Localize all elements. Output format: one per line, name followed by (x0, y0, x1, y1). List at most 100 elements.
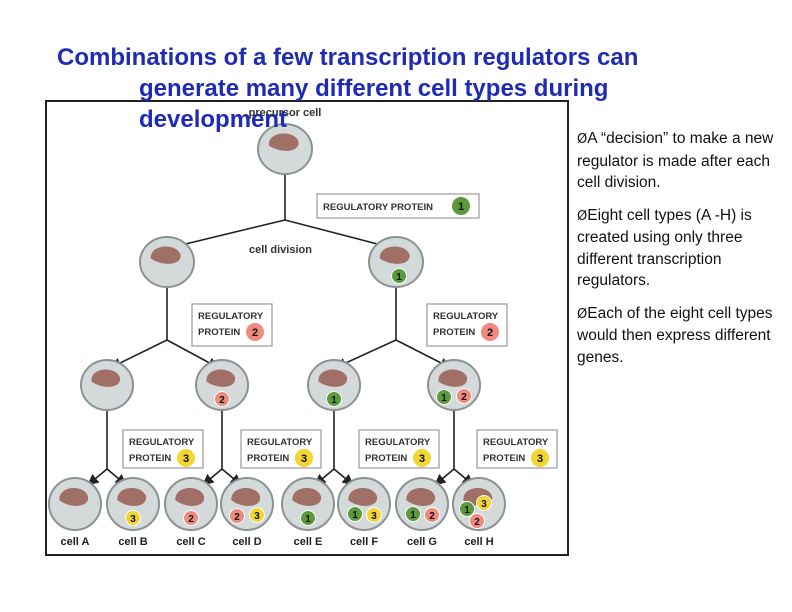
protein-number-label: 1 (458, 201, 464, 213)
protein-label: PROTEIN (365, 453, 407, 464)
protein-number-label: 1 (464, 505, 470, 516)
protein-number-label: 2 (429, 511, 435, 522)
protein-3-icon (125, 510, 141, 526)
protein-number-label: 2 (188, 514, 194, 525)
protein-2-icon (214, 391, 230, 407)
bullet-arrow-icon: Ø (577, 208, 588, 224)
protein-1-icon (452, 197, 470, 215)
precursor-cell-label: precursor cell (249, 107, 322, 119)
cell-division-label: cell division (249, 244, 312, 256)
lineage-arrow (202, 468, 223, 486)
protein-2-icon (456, 388, 472, 404)
protein-number-label: 1 (410, 510, 416, 521)
protein-number-label: 3 (419, 453, 425, 465)
nucleus-icon (379, 246, 410, 264)
protein-label: PROTEIN (129, 453, 171, 464)
slide-title: Combinations of a few transcription regu… (57, 42, 737, 135)
lineage-arrow (170, 219, 286, 251)
nucleus-icon (406, 487, 436, 506)
protein-number-label: 3 (254, 511, 260, 522)
cell-label: cell C (176, 536, 205, 548)
nucleus-icon (175, 487, 205, 506)
protein-3-icon (177, 449, 195, 467)
lineage-arrow (87, 468, 108, 486)
cell-label: cell B (118, 536, 147, 548)
cell-label: cell E (294, 536, 323, 548)
nucleus-icon (91, 369, 121, 387)
protein-1-icon (300, 510, 316, 526)
title-line-1: Combinations of a few transcription regu… (57, 44, 639, 71)
regulatory-label: REGULATORY (365, 437, 431, 448)
nucleus-icon (231, 487, 261, 506)
protein-3-icon (295, 449, 313, 467)
cell-label: cell H (464, 536, 493, 548)
lineage-arrow (333, 468, 354, 486)
protein-3-icon (249, 507, 265, 523)
protein-1-icon (436, 389, 452, 405)
protein-1-icon (347, 506, 363, 522)
bullet-item: ØEach of the eight cell types would then… (577, 303, 782, 369)
nucleus-icon (438, 369, 468, 387)
bullet-arrow-icon: Ø (577, 132, 588, 147)
nucleus-icon (206, 369, 236, 387)
protein-number-label: 2 (234, 512, 240, 523)
title-line-2: generate many different cell types durin… (139, 75, 609, 102)
nucleus-icon (348, 487, 378, 506)
nucleus-icon (59, 487, 89, 506)
protein-number-label: 2 (461, 392, 467, 403)
protein-3-icon (476, 495, 492, 511)
lineage-arrow (434, 468, 455, 486)
nucleus-icon (117, 487, 147, 506)
nucleus-icon (268, 133, 299, 151)
protein-number-label: 1 (305, 514, 311, 525)
lineage-arrow (395, 339, 451, 369)
cell-label: cell G (407, 536, 437, 548)
regulatory-protein-label: REGULATORY PROTEIN (323, 202, 433, 213)
protein-number-label: 1 (441, 393, 447, 404)
protein-3-icon (366, 507, 382, 523)
protein-2-icon (469, 513, 485, 529)
protein-1-icon (326, 391, 342, 407)
title-line-3: development (139, 106, 288, 133)
regulatory-label: REGULATORY (433, 311, 499, 322)
nucleus-icon (150, 246, 181, 264)
bullet-text: A “decision” to make a new regulator is … (577, 130, 774, 191)
protein-1-icon (405, 506, 421, 522)
protein-2-icon (424, 507, 440, 523)
bullet-item: ØEight cell types (A -H) is created usin… (577, 205, 782, 292)
regulatory-label: REGULATORY (247, 437, 313, 448)
nucleus-icon (292, 487, 322, 506)
bullet-list: ØA “decision” to make a new regulator is… (577, 128, 782, 379)
bullet-item: ØA “decision” to make a new regulator is… (577, 128, 782, 194)
cell-label: cell D (232, 536, 261, 548)
protein-2-icon (229, 508, 245, 524)
protein-number-label: 2 (487, 327, 493, 339)
protein-2-icon (246, 323, 264, 341)
cell-label: cell F (350, 536, 378, 548)
protein-number-label: 2 (219, 395, 225, 406)
lineage-arrow (284, 219, 392, 251)
protein-number-label: 3 (183, 453, 189, 465)
protein-number-label: 3 (371, 511, 377, 522)
protein-3-icon (413, 449, 431, 467)
lineage-arrow (109, 339, 168, 369)
protein-number-label: 1 (396, 272, 402, 283)
protein-2-icon (481, 323, 499, 341)
protein-label: PROTEIN (433, 327, 475, 338)
bullet-text: Eight cell types (A -H) is created using… (577, 206, 752, 290)
bullet-text: Each of the eight cell types would then … (577, 304, 773, 366)
protein-2-icon (183, 510, 199, 526)
regulatory-label: REGULATORY (483, 437, 549, 448)
protein-number-label: 3 (537, 453, 543, 465)
protein-number-label: 1 (352, 510, 358, 521)
protein-number-label: 3 (481, 499, 487, 510)
protein-3-icon (531, 449, 549, 467)
regulatory-label: REGULATORY (198, 311, 264, 322)
bullet-arrow-icon: Ø (577, 306, 588, 322)
protein-1-icon (459, 501, 475, 517)
protein-label: PROTEIN (483, 453, 525, 464)
protein-number-label: 3 (301, 453, 307, 465)
protein-number-label: 3 (130, 514, 136, 525)
